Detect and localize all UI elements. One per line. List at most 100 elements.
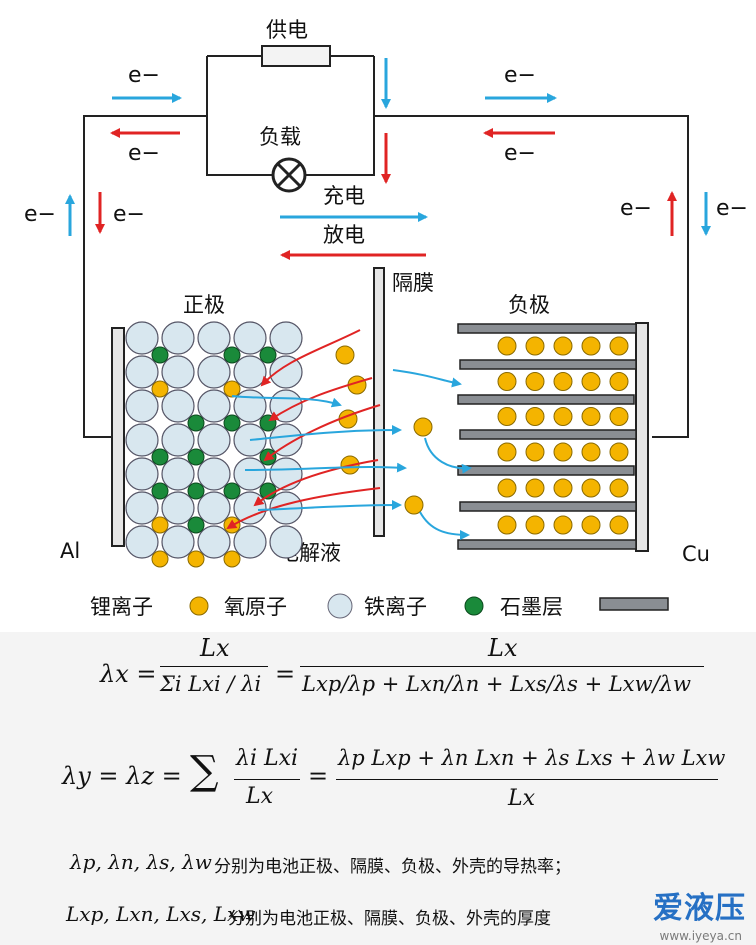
svg-text:e−: e−	[128, 141, 160, 166]
lithium-ion	[187, 550, 205, 568]
oxygen-atom	[233, 457, 267, 491]
oxygen-atom	[197, 321, 231, 355]
charge-label: 充电	[323, 184, 365, 208]
lithium-ion	[581, 478, 601, 498]
lithium-ion	[609, 336, 629, 356]
oxygen-atom	[125, 525, 159, 559]
legend-graphite-swatch	[599, 597, 669, 611]
graphite-layer	[457, 465, 635, 476]
lithium-ion	[581, 372, 601, 391]
svg-text:e−: e−	[128, 63, 160, 88]
cathode-lattice	[125, 321, 303, 568]
oxygen-atom	[125, 491, 159, 525]
iron-ion	[223, 482, 241, 500]
lithium-ion	[404, 495, 424, 515]
anode-graphite-layers	[457, 323, 637, 550]
lamp-icon	[271, 157, 307, 193]
lithium-ion	[609, 372, 629, 391]
lithium-ion	[413, 417, 433, 437]
lithium-ion	[497, 478, 517, 498]
ion-migration-arrows	[226, 329, 472, 540]
left-collector-label: Al	[60, 539, 80, 563]
oxygen-atom	[125, 355, 159, 389]
legend-graphite-label: 石墨层	[500, 595, 563, 619]
oxygen-atom	[161, 321, 195, 355]
oxygen-atom	[161, 389, 195, 423]
lithium-ion	[609, 442, 629, 462]
equation-2-frac1-den: Lx	[246, 784, 274, 809]
load-label: 负载	[259, 125, 301, 149]
svg-text:e−: e−	[113, 202, 145, 227]
equation-2-frac2-bar	[336, 779, 718, 780]
legend-iron-swatch	[464, 596, 484, 616]
cathode-label: 正极	[183, 293, 225, 317]
equation-2-lhs: λy = λz =	[62, 762, 182, 790]
graphite-layer	[457, 539, 637, 550]
oxygen-atom	[125, 389, 159, 423]
svg-text:e−: e−	[504, 63, 536, 88]
graphite-layer	[457, 394, 635, 405]
anode-label: 负极	[508, 293, 550, 317]
equation-2-frac2-den: Lx	[508, 786, 536, 811]
lithium-ion	[553, 515, 573, 535]
lithium-ion	[497, 442, 517, 462]
oxygen-atom	[233, 491, 267, 525]
oxygen-atom	[125, 457, 159, 491]
oxygen-atom	[269, 355, 303, 389]
lithium-ion	[525, 336, 545, 356]
separator-label: 隔膜	[392, 271, 434, 295]
iron-ion	[187, 448, 205, 466]
oxygen-atom	[233, 389, 267, 423]
electron-labels: e− e− e− e− e− e− e− e−	[24, 63, 748, 227]
equation-1-frac1-num: Lx	[200, 634, 230, 662]
graphite-layer	[457, 323, 637, 334]
svg-text:e−: e−	[24, 202, 56, 227]
svg-text:e−: e−	[504, 141, 536, 166]
oxygen-atom	[269, 525, 303, 559]
equation-1-frac1-bar	[160, 666, 268, 667]
oxygen-atom	[197, 457, 231, 491]
discharge-label: 放电	[323, 223, 365, 247]
watermark-url: www.iyeya.cn	[659, 929, 742, 943]
lithium-ion	[151, 516, 169, 534]
summation-icon: ∑	[190, 748, 219, 794]
legend-oxygen-label: 氧原子	[224, 595, 287, 619]
right-collector-label: Cu	[682, 542, 710, 566]
oxygen-atom	[233, 321, 267, 355]
lithium-ion	[151, 550, 169, 568]
oxygen-atom	[197, 389, 231, 423]
oxygen-atom	[233, 355, 267, 389]
circuit-wires	[83, 55, 689, 438]
equation-1-frac2-bar	[300, 666, 704, 667]
note-1-symbols: λp, λn, λs, λw	[70, 850, 212, 874]
lithium-ion	[609, 478, 629, 498]
lithium-ion	[497, 372, 517, 391]
iron-ion	[151, 346, 169, 364]
legend: 锂离子 氧原子 铁离子 石墨层	[90, 593, 669, 619]
electron-flow-arrows	[65, 58, 711, 236]
lithium-ion	[223, 380, 241, 398]
oxygen-atom	[197, 355, 231, 389]
separator	[373, 267, 385, 537]
lithium-ion	[553, 442, 573, 462]
equation-2-frac1-bar	[234, 779, 300, 780]
oxygen-atom	[161, 491, 195, 525]
note-2-text: 分别为电池正极、隔膜、负极、外壳的厚度	[228, 909, 551, 929]
equation-1-frac1-den: Σi Lxi / λi	[160, 672, 262, 696]
equation-1-lhs: λx =	[100, 660, 157, 688]
oxygen-atom	[161, 423, 195, 457]
svg-text:e−: e−	[620, 196, 652, 221]
lithium-ion	[609, 407, 629, 426]
lithium-ion	[497, 407, 517, 426]
oxygen-atom	[161, 355, 195, 389]
equation-2-frac1-num: λi Lxi	[236, 746, 299, 771]
iron-ion	[223, 414, 241, 432]
lithium-ion	[497, 336, 517, 356]
formula-area	[0, 632, 756, 945]
battery-diagram: 供电 负载 e− e− e− e− e− e− e− e− 充电 放电 正极 负…	[24, 18, 748, 619]
equation-2-frac2-num: λp Lxp + λn Lxn + λs Lxs + λw Lxw	[338, 746, 726, 770]
oxygen-atom	[161, 457, 195, 491]
svg-text:e−: e−	[716, 196, 748, 221]
oxygen-atom	[197, 491, 231, 525]
lithium-ion	[497, 515, 517, 535]
